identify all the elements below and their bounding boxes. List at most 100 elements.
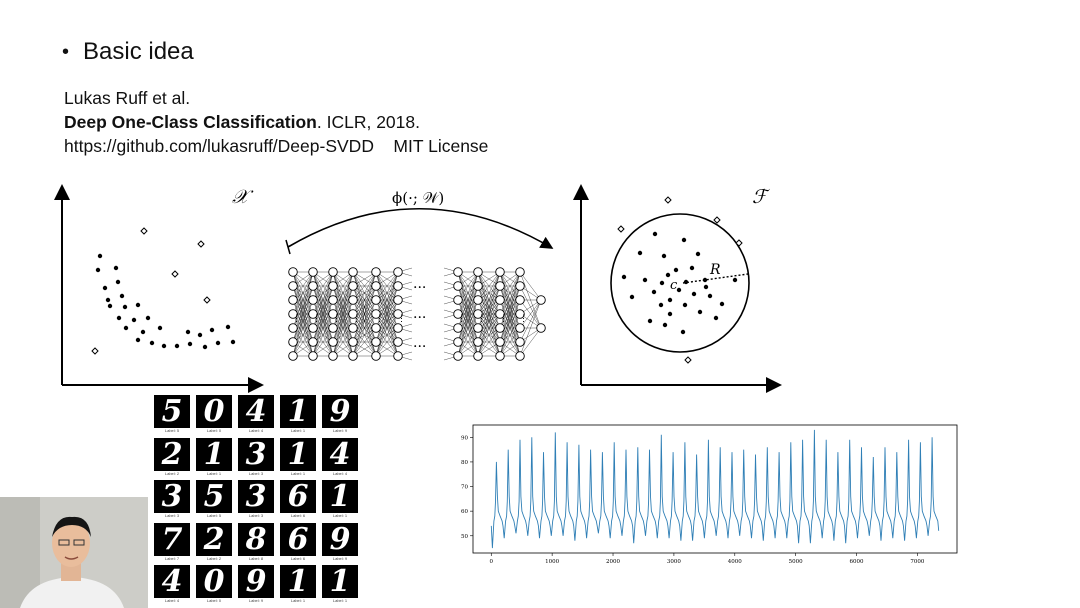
neuron bbox=[288, 337, 298, 347]
neuron bbox=[495, 323, 505, 333]
anomaly-point bbox=[91, 347, 99, 355]
input-space-label: 𝒳 bbox=[232, 186, 254, 208]
data-point bbox=[95, 267, 101, 273]
neuron bbox=[515, 323, 525, 333]
mnist-label: Label: 3 bbox=[248, 513, 264, 518]
neuron bbox=[308, 309, 318, 319]
neuron bbox=[371, 281, 381, 291]
data-point bbox=[225, 324, 231, 330]
neuron bbox=[473, 267, 483, 277]
anomaly-point bbox=[171, 270, 179, 278]
reference-url-link[interactable]: https://github.com/lukasruff/Deep-SVDD bbox=[64, 136, 374, 156]
x-tick-label: 3000 bbox=[667, 559, 681, 565]
mnist-digit: 4 bbox=[154, 565, 190, 598]
neuron bbox=[495, 351, 505, 361]
data-point bbox=[642, 277, 648, 283]
data-point bbox=[719, 301, 725, 307]
mnist-digit: 4 bbox=[322, 437, 358, 471]
svg-text:⋮: ⋮ bbox=[332, 314, 341, 324]
neuron bbox=[515, 281, 525, 291]
mnist-label: Label: 1 bbox=[290, 470, 306, 476]
neuron bbox=[348, 295, 358, 305]
reference-authors: Lukas Ruff et al. bbox=[64, 88, 191, 108]
input-space-axes bbox=[54, 184, 264, 393]
mnist-digit: 5 bbox=[154, 395, 190, 428]
data-point bbox=[187, 341, 193, 347]
anomaly-point bbox=[203, 296, 211, 304]
data-point bbox=[113, 265, 119, 271]
neuron bbox=[348, 281, 358, 291]
mnist-label: Label: 8 bbox=[248, 555, 264, 561]
mnist-label: Label: 2 bbox=[206, 555, 222, 561]
mnist-digit: 6 bbox=[280, 522, 316, 556]
mnist-digit: 2 bbox=[154, 437, 190, 471]
x-tick-label: 0 bbox=[490, 559, 494, 565]
mnist-label: Label: 4 bbox=[164, 598, 180, 603]
data-point bbox=[667, 297, 673, 303]
neuron bbox=[308, 351, 318, 361]
neuron bbox=[328, 295, 338, 305]
data-point bbox=[713, 315, 719, 321]
data-point bbox=[695, 251, 701, 257]
anomaly-point bbox=[617, 225, 625, 233]
mnist-digit: 0 bbox=[196, 395, 232, 428]
data-point bbox=[621, 274, 627, 280]
mnist-label: Label: 4 bbox=[332, 470, 348, 476]
neuron bbox=[495, 267, 505, 277]
svg-text:⋮: ⋮ bbox=[375, 314, 384, 324]
data-point bbox=[682, 302, 688, 308]
neuron bbox=[348, 267, 358, 277]
mnist-label: Label: 5 bbox=[206, 513, 222, 518]
neural-network-icon: ⋮⋮⋮⋮⋮⋮⋮⋮⋮⋮ bbox=[288, 267, 546, 361]
reference-venue: . ICLR, 2018. bbox=[316, 112, 420, 132]
data-point bbox=[161, 343, 167, 349]
data-point bbox=[732, 277, 738, 283]
mnist-digit: 2 bbox=[196, 522, 232, 556]
data-point bbox=[707, 293, 713, 299]
neuron bbox=[308, 295, 318, 305]
data-point bbox=[658, 302, 664, 308]
neuron bbox=[515, 351, 525, 361]
neuron bbox=[371, 309, 381, 319]
mnist-digit: 8 bbox=[238, 522, 274, 556]
neuron bbox=[308, 337, 318, 347]
x-tick-label: 2000 bbox=[606, 559, 620, 565]
svg-text:⋮: ⋮ bbox=[457, 314, 466, 324]
presenter-webcam bbox=[0, 497, 148, 608]
data-point bbox=[149, 340, 155, 346]
license-text: MIT License bbox=[393, 136, 489, 156]
anomaly-point bbox=[140, 227, 148, 235]
anomaly-point bbox=[713, 216, 721, 224]
neuron bbox=[288, 281, 298, 291]
mnist-label: Label: 9 bbox=[332, 555, 348, 561]
y-tick-label: 50 bbox=[461, 534, 468, 540]
data-point bbox=[123, 325, 129, 331]
ellipsis-top: ... bbox=[413, 276, 426, 292]
neuron bbox=[288, 351, 298, 361]
anomaly-point bbox=[684, 356, 692, 364]
y-tick-label: 60 bbox=[461, 509, 468, 515]
feature-space-axes bbox=[573, 184, 782, 393]
neuron bbox=[515, 337, 525, 347]
neuron bbox=[473, 323, 483, 333]
svg-text:⋮: ⋮ bbox=[499, 314, 508, 324]
neuron bbox=[328, 267, 338, 277]
neuron bbox=[495, 281, 505, 291]
mnist-label: Label: 9 bbox=[248, 598, 264, 603]
svg-text:⋮: ⋮ bbox=[397, 314, 406, 324]
reference-title-line: Deep One-Class Classification. ICLR, 201… bbox=[64, 112, 420, 133]
data-point bbox=[119, 293, 125, 299]
neuron bbox=[393, 295, 403, 305]
data-point bbox=[116, 315, 122, 321]
